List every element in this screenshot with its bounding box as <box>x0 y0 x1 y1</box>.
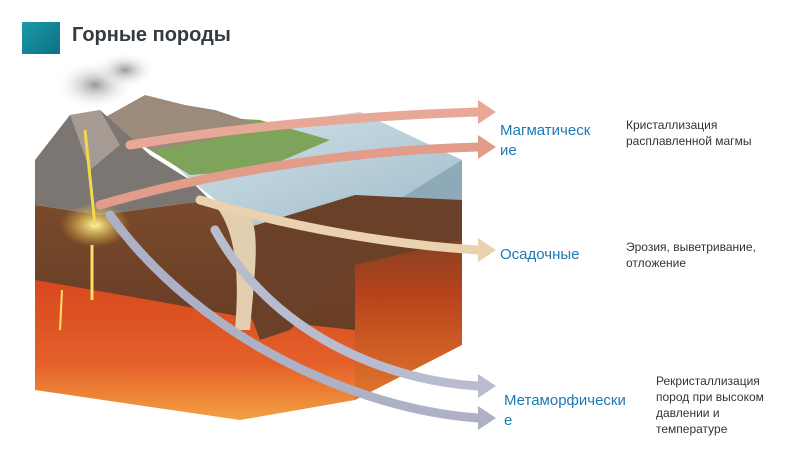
arrow-magmatic-upper <box>125 100 496 150</box>
label-sedimentary: Осадочные <box>500 246 580 263</box>
desc-magmatic: Кристаллизация расплавленной магмы <box>626 118 752 148</box>
volcano-smoke-puff <box>95 52 155 88</box>
title-marker <box>22 22 60 54</box>
label-metamorphic: Метаморфические <box>504 392 626 429</box>
magma-vent <box>83 129 97 226</box>
subducting-plate <box>240 195 462 340</box>
arrow-magmatic-lower <box>95 135 496 210</box>
arrow-metamorphic-upper <box>210 225 496 398</box>
arrow-sedimentary <box>195 195 496 262</box>
arrow-metamorphic-lower <box>105 210 496 430</box>
page-title: Горные породы <box>72 24 231 46</box>
magma-streak <box>59 289 63 331</box>
mantle-front <box>35 280 355 420</box>
desc-sedimentary: Эрозия, выветривание, отложение <box>626 240 756 270</box>
sediment-fan <box>215 205 256 330</box>
volcano-highlight <box>70 110 120 170</box>
desc-metamorphic: Рекристаллизация пород при высоком давле… <box>656 374 764 436</box>
label-magmatic: Магматические <box>500 122 591 159</box>
